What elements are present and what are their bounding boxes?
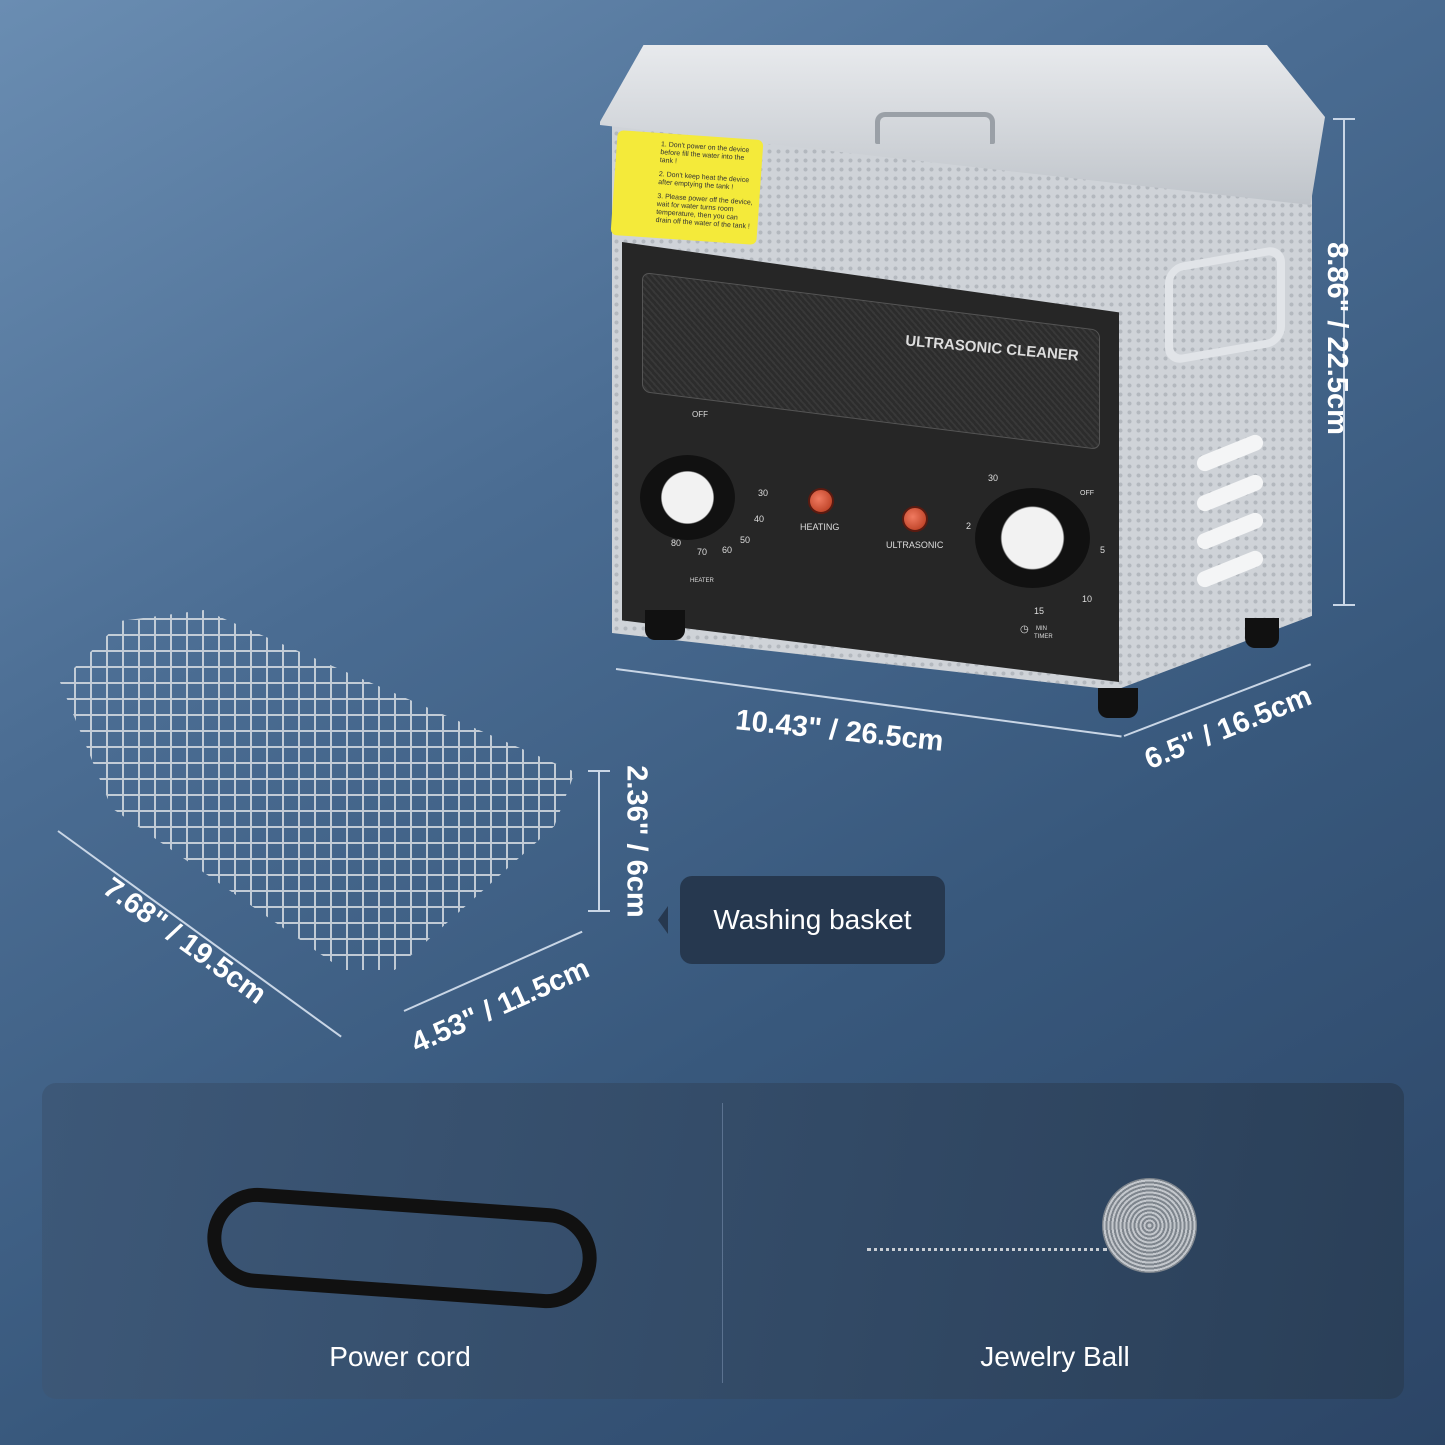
heating-label: HEATING bbox=[800, 522, 840, 532]
foot bbox=[1245, 618, 1279, 648]
heater-scale: 30 bbox=[758, 488, 769, 498]
lid-handle bbox=[875, 112, 995, 144]
heater-scale: 80 bbox=[671, 538, 682, 548]
ultrasonic-indicator-light bbox=[902, 506, 928, 532]
basket-height-label: 2.36" / 6cm bbox=[620, 765, 653, 918]
washing-basket-callout: Washing basket bbox=[658, 876, 945, 964]
power-cord-image bbox=[203, 1184, 601, 1312]
timer-scale: 15 bbox=[1034, 606, 1045, 616]
power-cord-label: Power cord bbox=[329, 1341, 471, 1372]
cleaner-width-label: 10.43" / 26.5cm bbox=[733, 704, 946, 758]
side-handle bbox=[1165, 244, 1285, 366]
timer-scale: 30 bbox=[988, 473, 999, 483]
dim-tick bbox=[588, 770, 610, 772]
timer-scale: 2 bbox=[966, 521, 972, 531]
heater-scale: 70 bbox=[697, 547, 708, 557]
warning-3: 3. Please power off the device, wait for… bbox=[655, 193, 753, 231]
timer-knob[interactable] bbox=[975, 488, 1090, 588]
heater-scale: 60 bbox=[722, 545, 733, 555]
timer-scale: 10 bbox=[1082, 594, 1093, 604]
jewelry-ball-image bbox=[1102, 1178, 1197, 1273]
heater-knob[interactable] bbox=[640, 455, 735, 540]
foot bbox=[645, 610, 685, 640]
timer-scale: 5 bbox=[1100, 545, 1106, 555]
heater-label: HEATER bbox=[690, 578, 714, 584]
divider bbox=[722, 1103, 723, 1383]
dim-tick bbox=[1333, 118, 1355, 120]
timer-off-label: OFF bbox=[1080, 490, 1094, 497]
clock-icon: ◷ bbox=[1020, 624, 1029, 635]
warning-label: 1. Don't power on the device before fill… bbox=[610, 130, 764, 245]
heating-indicator-light bbox=[808, 488, 834, 514]
dim-tick bbox=[1333, 604, 1355, 606]
heater-off-label: OFF bbox=[692, 410, 708, 419]
timer-label: TIMER bbox=[1034, 634, 1053, 640]
ultrasonic-label: ULTRASONIC bbox=[886, 540, 944, 550]
timer-unit: MIN bbox=[1036, 626, 1047, 632]
basket-height-line bbox=[598, 770, 600, 912]
jewelry-ball-chain bbox=[867, 1248, 1107, 1251]
warning-1: 1. Don't power on the device before fill… bbox=[659, 141, 750, 166]
foot bbox=[1098, 688, 1138, 718]
heater-scale: 50 bbox=[740, 535, 751, 545]
height-dimension-line bbox=[1343, 118, 1345, 606]
jewelry-ball-label: Jewelry Ball bbox=[980, 1341, 1130, 1372]
heater-scale: 40 bbox=[754, 514, 765, 524]
dim-tick bbox=[588, 910, 610, 912]
accessories-panel: Power cord Jewelry Ball bbox=[42, 1083, 1404, 1399]
warning-2: 2. Don't keep heat the device after empt… bbox=[658, 171, 750, 192]
cleaner-height-label: 8.86" / 22.5cm bbox=[1320, 242, 1353, 435]
